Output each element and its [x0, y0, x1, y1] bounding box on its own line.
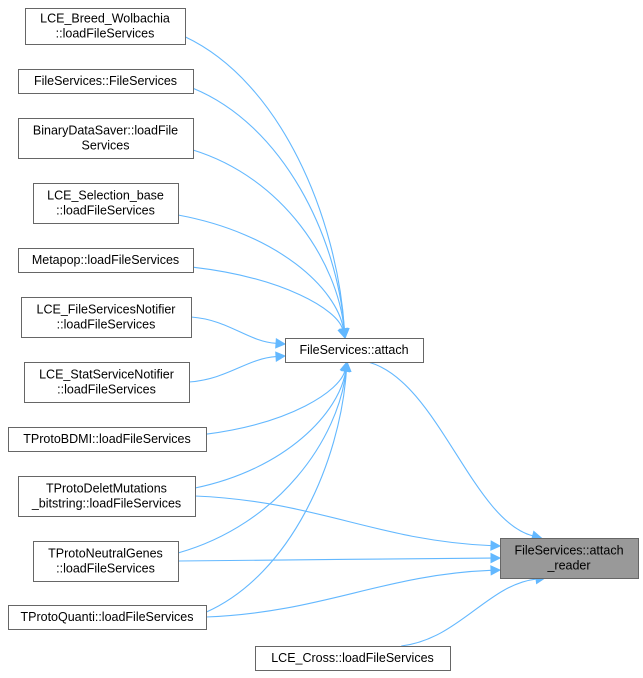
node-label-line: Services — [82, 139, 130, 153]
edge-lce_cross-to-fileservices_attach_reader — [401, 578, 537, 647]
node-metapop[interactable]: Metapop::loadFileServices — [18, 248, 194, 273]
edge-lce_fileservicesnotifier-to-fileservices_attach — [190, 316, 277, 344]
node-label-line: TProtoQuanti::loadFileServices — [21, 610, 194, 624]
node-tprotoquanti[interactable]: TProtoQuanti::loadFileServices — [8, 605, 207, 630]
node-box — [18, 476, 196, 517]
edge-lce_statservicenotifier-to-fileservices_attach — [188, 356, 277, 383]
edge-tprotobdmi-to-fileservices_attach — [205, 370, 346, 435]
node-box — [255, 646, 451, 671]
node-box — [21, 297, 192, 338]
node-label-line: ::loadFileServices — [56, 204, 155, 218]
edge-binarydatasaver-to-fileservices_attach — [192, 149, 345, 330]
node-label-line: LCE_FileServicesNotifier — [37, 303, 176, 317]
edge-lce_breed_wolbachia-to-fileservices_attach — [184, 36, 345, 330]
node-label-line: FileServices::attach — [299, 343, 408, 357]
edge-tprotodeletmutations-to-fileservices_attach — [194, 370, 347, 489]
node-box — [18, 118, 194, 159]
arrowhead-lce_statservicenotifier-to-fileservices_attach — [275, 351, 287, 362]
edge-tprotoneutralgenes-to-fileservices_attach — [177, 370, 347, 554]
edge-tprotoneutralgenes-to-fileservices_attach_reader — [177, 557, 492, 562]
arrowhead-tprotoneutralgenes-to-fileservices_attach_reader — [490, 552, 502, 564]
node-label-line: BinaryDataSaver::loadFile — [33, 124, 178, 138]
edge-tprotoquanti-to-fileservices_attach — [205, 370, 347, 613]
arrowhead-tprotodeletmutations-to-fileservices_attach_reader — [490, 540, 502, 551]
edge-metapop-to-fileservices_attach — [192, 266, 344, 330]
node-box — [18, 69, 194, 94]
edge-fileservices_attach-to-fileservices_attach_reader — [367, 361, 533, 537]
node-box — [33, 183, 179, 224]
node-fileservices-attach[interactable]: FileServices::attach — [285, 338, 424, 363]
node-lce-fileservicesnotifier[interactable]: LCE_FileServicesNotifier::loadFileServic… — [21, 297, 192, 338]
arrowhead-tprotoquanti-to-fileservices_attach — [341, 360, 352, 372]
edges-layer — [177, 36, 547, 647]
node-box — [8, 427, 207, 452]
node-label-line: TProtoBDMI::loadFileServices — [23, 432, 190, 446]
node-label-line: FileServices::FileServices — [34, 74, 177, 88]
node-tprotoneutralgenes[interactable]: TProtoNeutralGenes::loadFileServices — [33, 541, 179, 582]
node-label-line: TProtoDeletMutations — [46, 482, 167, 496]
node-lce-breed-wolbachia[interactable]: LCE_Breed_Wolbachia::loadFileServices — [25, 8, 186, 45]
node-label-line: TProtoNeutralGenes — [48, 547, 163, 561]
node-fileservices-attach-reader[interactable]: FileServices::attach_reader — [500, 538, 639, 579]
node-box — [500, 538, 639, 579]
node-tprotobdmi[interactable]: TProtoBDMI::loadFileServices — [8, 427, 207, 452]
node-label-line: _reader — [546, 559, 590, 573]
node-binarydatasaver[interactable]: BinaryDataSaver::loadFileServices — [18, 118, 194, 159]
edge-tprotodeletmutations-to-fileservices_attach_reader — [194, 495, 492, 547]
node-box — [33, 541, 179, 582]
edge-tprotoquanti-to-fileservices_attach_reader — [205, 569, 492, 618]
node-box — [285, 338, 424, 363]
arrowhead-lce_fileservicesnotifier-to-fileservices_attach — [275, 338, 287, 349]
arrowhead-tprotoquanti-to-fileservices_attach_reader — [490, 565, 502, 576]
node-label-line: LCE_Cross::loadFileServices — [271, 651, 434, 665]
node-label-line: FileServices::attach — [514, 544, 623, 558]
node-label-line: ::loadFileServices — [56, 27, 155, 41]
node-box — [24, 362, 190, 403]
node-label-line: Metapop::loadFileServices — [32, 253, 179, 267]
node-lce-selection-base[interactable]: LCE_Selection_base::loadFileServices — [33, 183, 179, 224]
node-label-line: ::loadFileServices — [56, 562, 155, 576]
node-label-line: _bitstring::loadFileServices — [31, 497, 181, 511]
node-label-line: ::loadFileServices — [57, 318, 156, 332]
node-lce-cross[interactable]: LCE_Cross::loadFileServices — [255, 646, 451, 671]
node-box — [8, 605, 207, 630]
edge-lce_selection_base-to-fileservices_attach — [177, 214, 345, 330]
node-label-line: LCE_StatServiceNotifier — [39, 368, 174, 382]
node-fileservices-ctor[interactable]: FileServices::FileServices — [18, 69, 194, 94]
node-box — [25, 8, 186, 45]
arrowhead-metapop-to-fileservices_attach — [337, 327, 348, 340]
node-label-line: LCE_Selection_base — [47, 189, 164, 203]
edge-fileservices_ctor-to-fileservices_attach — [192, 87, 345, 330]
node-box — [18, 248, 194, 273]
node-label-line: ::loadFileServices — [57, 383, 156, 397]
node-label-line: LCE_Breed_Wolbachia — [40, 12, 170, 26]
node-lce-statservicenotifier[interactable]: LCE_StatServiceNotifier::loadFileService… — [24, 362, 190, 403]
nodes-layer: LCE_Breed_Wolbachia::loadFileServicesFil… — [8, 8, 639, 671]
node-tprotodeletmutations[interactable]: TProtoDeletMutations_bitstring::loadFile… — [18, 476, 196, 517]
